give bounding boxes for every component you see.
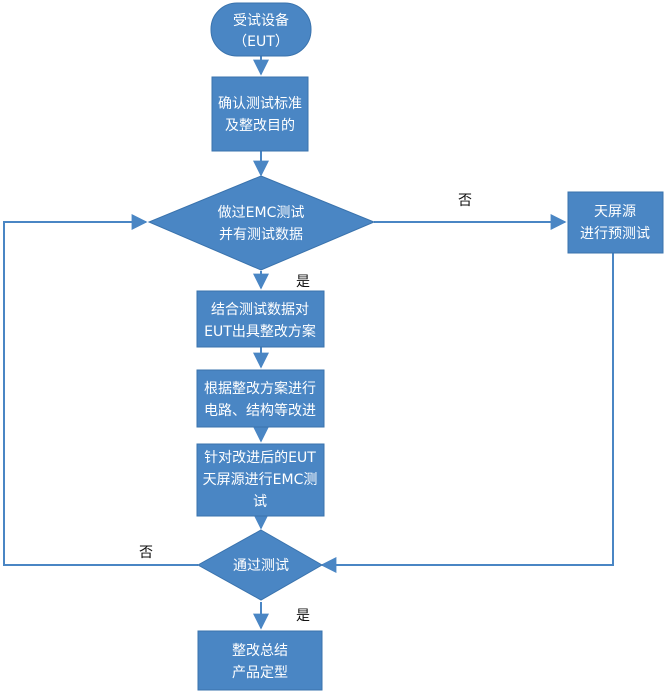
node-final-line1: 整改总结 — [232, 643, 288, 659]
edge-decision2-to-decision1 — [3, 214, 198, 566]
node-eut-line1: 受试设备 — [233, 12, 289, 29]
node-confirm-line1: 确认测试标准 — [218, 96, 302, 112]
node-decision1-line2: 并有测试数据 — [219, 227, 303, 243]
node-final-line2: 产品定型 — [232, 665, 288, 681]
node-plan-line1: 结合测试数据对 — [211, 302, 309, 318]
node-retest: 针对改进后的EUT 天屏源进行EMC测 试 — [196, 443, 325, 517]
node-improve: 根据整改方案进行 电路、结构等改进 — [196, 369, 325, 428]
edges — [3, 56, 614, 630]
node-decision1-line1: 做过EMC测试 — [218, 205, 305, 221]
node-confirm: 确认测试标准 及整改目的 — [211, 76, 309, 152]
node-plan-line2: EUT出具整改方案 — [204, 323, 316, 340]
node-eut: 受试设备 （EUT） — [210, 2, 312, 57]
node-eut-line2: （EUT） — [233, 34, 289, 50]
node-plan: 结合测试数据对 EUT出具整改方案 — [196, 290, 325, 348]
edge-label-yes-bottom: 是 — [296, 608, 310, 624]
node-improve-line1: 根据整改方案进行 — [204, 380, 316, 397]
edge-label-no-bottom: 否 — [139, 545, 153, 561]
node-decision1: 做过EMC测试 并有测试数据 — [147, 175, 376, 271]
edge-label-no-top: 否 — [458, 193, 472, 209]
node-pretest-line1: 天屏源 — [594, 204, 636, 220]
node-decision2-line1: 通过测试 — [233, 558, 289, 574]
node-final: 整改总结 产品定型 — [197, 630, 323, 691]
edge-label-yes-top: 是 — [296, 274, 310, 290]
node-pretest: 天屏源 进行预测试 — [567, 191, 664, 254]
node-confirm-line2: 及整改目的 — [225, 118, 295, 134]
node-retest-line3: 试 — [253, 494, 267, 510]
node-decision2: 通过测试 — [196, 529, 324, 601]
edge-pretest-to-decision2 — [320, 253, 614, 573]
node-improve-line2: 电路、结构等改进 — [204, 402, 316, 419]
node-pretest-line2: 进行预测试 — [580, 226, 650, 242]
node-retest-line2: 天屏源进行EMC测 — [203, 472, 318, 488]
node-retest-line1: 针对改进后的EUT — [204, 450, 316, 466]
